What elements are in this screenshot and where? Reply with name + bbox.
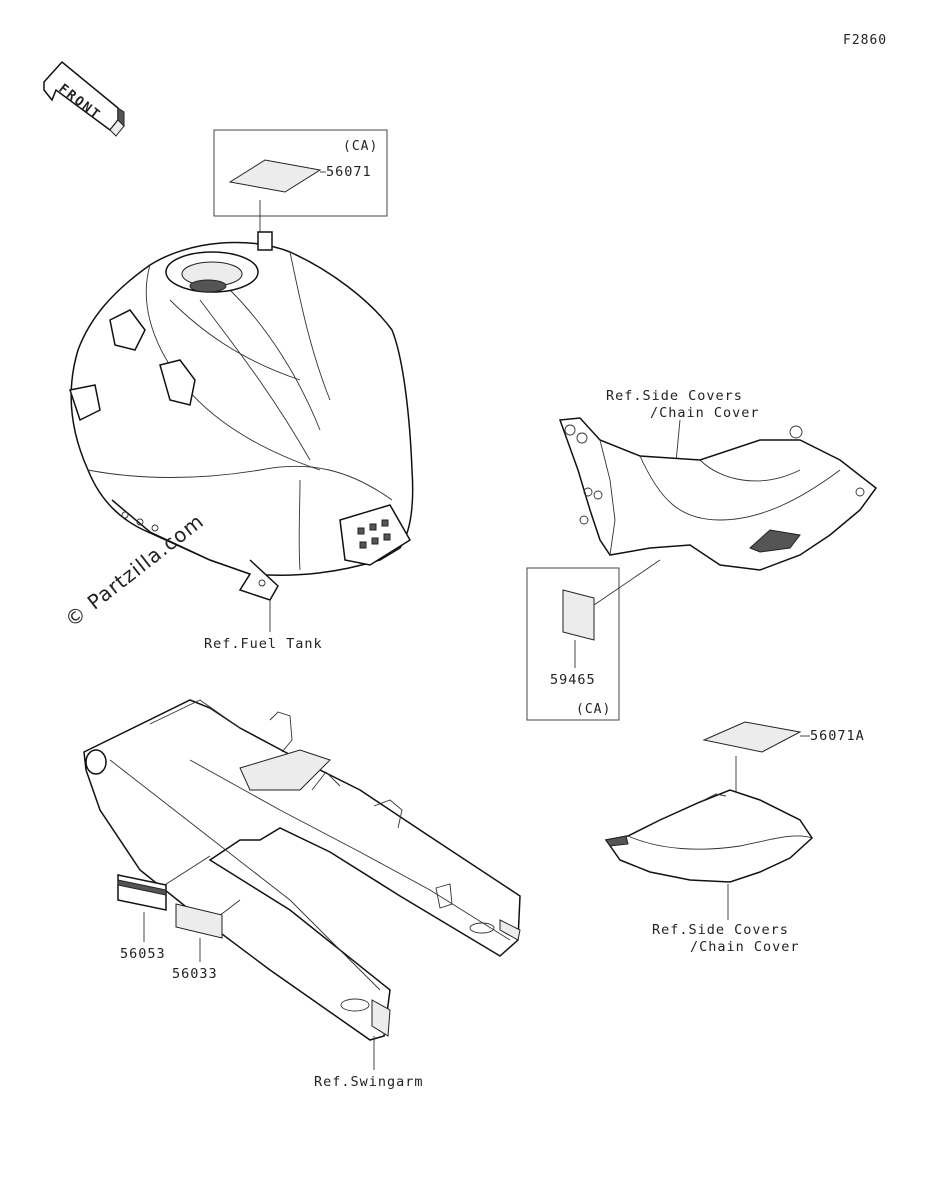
decal-56033	[175, 903, 223, 962]
front-arrow-icon: FRONT	[43, 60, 125, 137]
decal-56071	[228, 159, 322, 193]
part-number-56053[interactable]: 56053	[120, 946, 166, 962]
ref-side-covers-2-line2[interactable]: /Chain Cover	[690, 939, 800, 955]
part-number-56033[interactable]: 56033	[172, 966, 218, 982]
figure-code: F2860	[843, 33, 887, 48]
decal-56071A	[702, 721, 802, 753]
decal-59465	[562, 589, 595, 641]
ca-box-top: (CA) 56071	[213, 129, 388, 316]
ca-label-top: (CA)	[343, 139, 378, 154]
side-cover-drawing-2	[604, 789, 813, 920]
ref-fuel-tank-label[interactable]: Ref.Fuel Tank	[204, 636, 323, 652]
fuel-tank-drawing	[69, 231, 414, 632]
ca-box-mid: 59465 (CA)	[526, 559, 661, 721]
part-number-56071[interactable]: 56071	[326, 164, 372, 180]
part-number-56071A[interactable]: 56071A	[810, 728, 865, 744]
watermark: © Partzilla.com	[60, 509, 208, 632]
ref-swingarm-label[interactable]: Ref.Swingarm	[314, 1074, 424, 1090]
part-number-59465[interactable]: 59465	[550, 672, 596, 688]
side-cover-drawing-1	[558, 417, 878, 571]
ca-label-mid: (CA)	[576, 702, 611, 717]
ref-side-covers-1-line1[interactable]: Ref.Side Covers	[606, 388, 743, 404]
ref-side-covers-1-line2[interactable]: /Chain Cover	[650, 405, 760, 421]
ref-side-covers-2-line1[interactable]: Ref.Side Covers	[652, 922, 789, 938]
decal-56053	[117, 874, 167, 942]
